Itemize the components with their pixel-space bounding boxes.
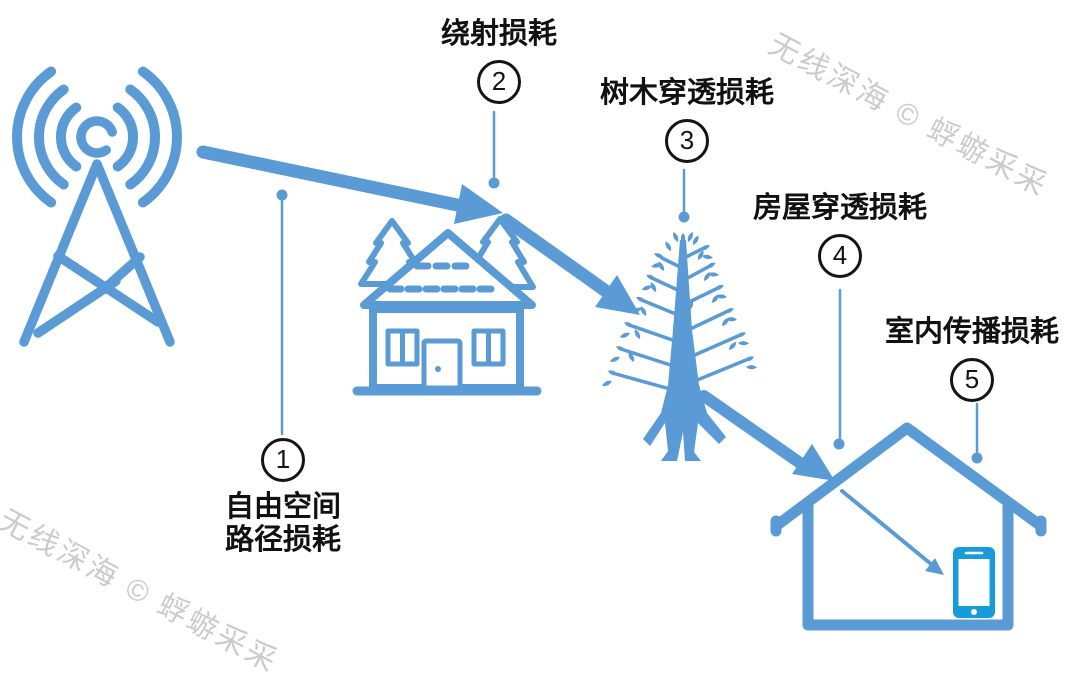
signal-arrow-indoor [840,489,944,575]
radio-tower-icon [12,66,182,347]
leader-line-3 [678,168,690,223]
signal-arrow-tree-to-house [698,390,835,481]
leader-line-1 [276,189,288,436]
label-free-space-line1: 自由空间 [224,491,342,523]
label-diffraction-loss: 绕射损耗 2 [440,18,558,105]
house-with-pines-icon [352,216,542,396]
circled-number-2: 2 [476,60,521,105]
label-indoor-propagation-loss: 室内传播损耗 5 [884,316,1060,403]
label-house-penetration-loss: 房屋穿透损耗 4 [752,192,928,279]
tree-icon [601,231,758,461]
leader-line-2 [488,110,500,189]
label-indoor-propagation-text: 室内传播损耗 [884,316,1060,348]
label-tree-penetration-loss: 树木穿透损耗 3 [599,77,775,164]
label-free-space-path-loss: 1 自由空间 路径损耗 [225,438,341,558]
circled-number-4: 4 [817,234,862,279]
label-tree-penetration-text: 树木穿透损耗 [599,77,775,109]
signal-arrow-roof-to-tree [499,213,640,315]
circled-number-5: 5 [949,358,994,403]
signal-arrow-tower-to-roof [196,145,503,224]
circled-number-3: 3 [664,119,709,164]
smartphone-icon [953,547,995,618]
circled-number-1: 1 [260,438,305,482]
label-diffraction-text: 绕射损耗 [440,18,558,50]
house-outline-icon [770,422,1047,631]
leader-line-5 [971,402,983,464]
label-free-space-line2: 路径损耗 [224,524,342,557]
label-house-penetration-text: 房屋穿透损耗 [752,192,928,224]
leader-line-4 [833,288,845,450]
